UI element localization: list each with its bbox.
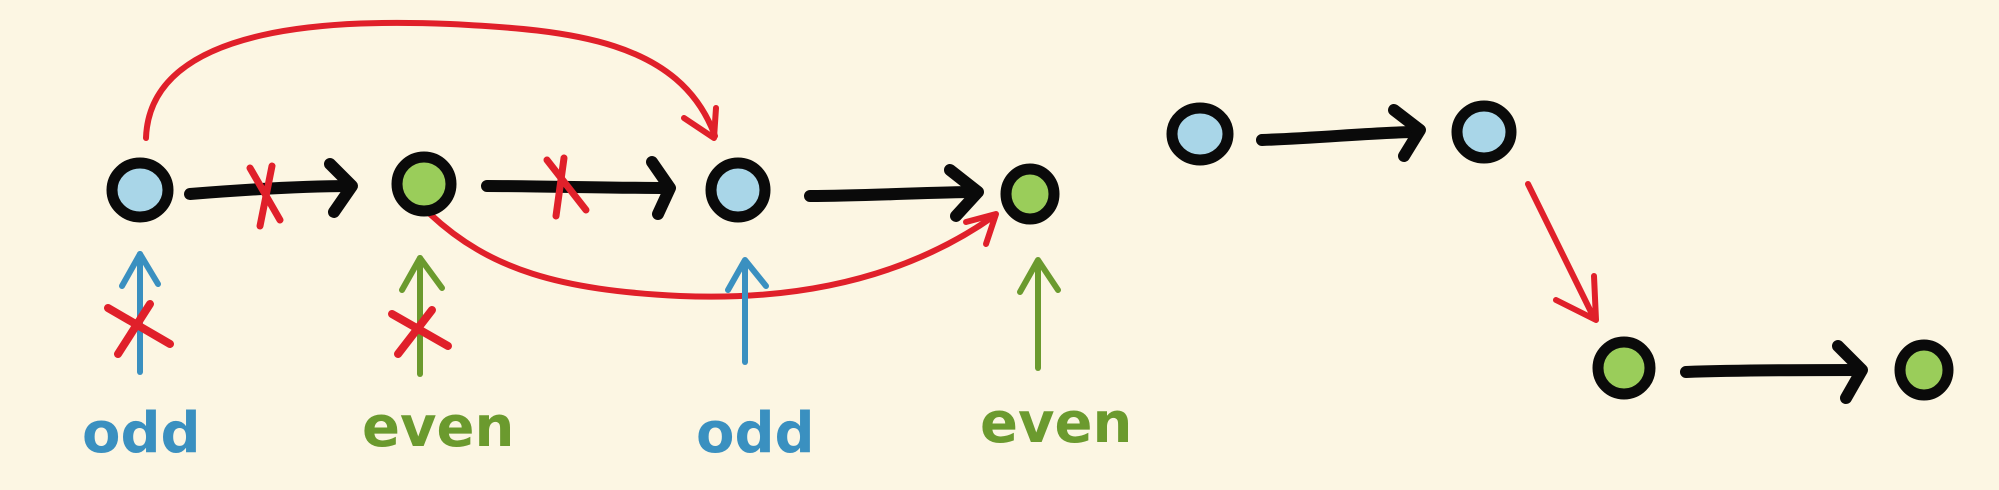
node-even-1: [391, 151, 457, 217]
node-right-even-1: [1592, 336, 1656, 400]
right-link-r2-r3: [1525, 181, 1599, 323]
cross-mark-pointer-2: [388, 306, 452, 358]
cross-mark-link-2: [543, 154, 590, 220]
rewire-arrow-n1-n3: [143, 19, 719, 141]
left-link-n3-n4: [804, 164, 984, 222]
node-odd-2: [705, 157, 771, 223]
left-link-n2-n3: [481, 156, 676, 220]
rewire-arrow-n2-n4: [427, 211, 999, 300]
node-right-even-2: [1894, 339, 1954, 401]
node-right-odd-2: [1451, 100, 1517, 164]
right-link-r3-r4: [1680, 340, 1868, 404]
label-odd-1: odd: [82, 401, 201, 466]
label-even-2: even: [980, 391, 1132, 456]
pointer-arrow-even-1: [399, 255, 445, 377]
node-odd-1: [106, 157, 174, 223]
cross-mark-pointer-1: [104, 300, 174, 358]
pointer-arrow-odd-2: [725, 257, 769, 365]
label-even-1: even: [362, 395, 514, 460]
label-odd-2: odd: [696, 401, 815, 466]
cross-mark-link-1: [246, 162, 284, 230]
right-link-r1-r2: [1256, 104, 1426, 162]
pointer-arrow-even-2: [1017, 257, 1061, 371]
node-even-2: [1000, 163, 1060, 225]
node-right-odd-1: [1166, 102, 1234, 166]
